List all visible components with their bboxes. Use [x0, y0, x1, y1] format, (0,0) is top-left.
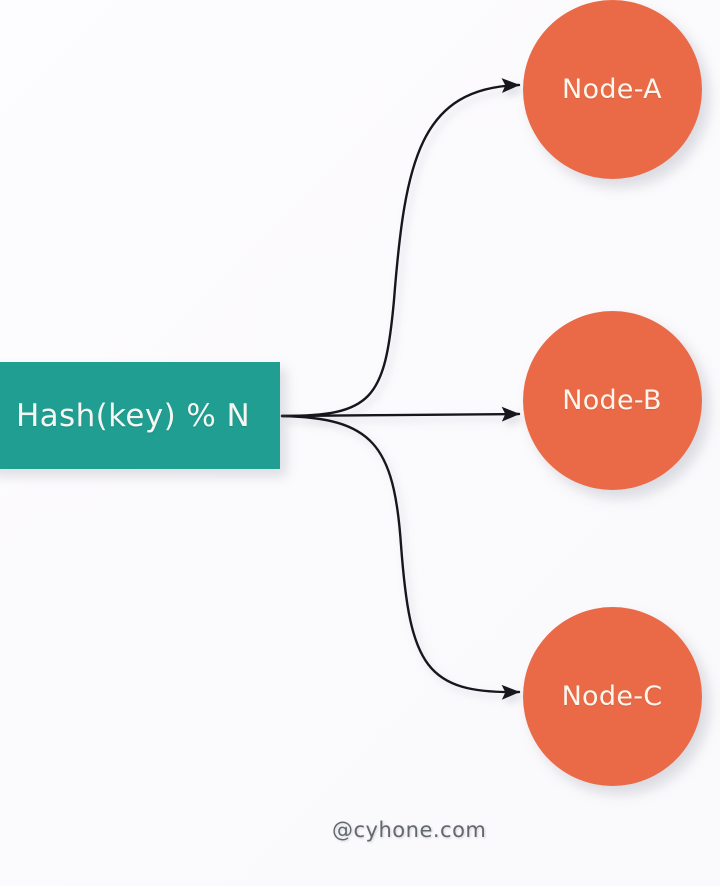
watermark-text: @cyhone.com — [332, 818, 487, 842]
node-label-b: Node-B — [562, 384, 662, 416]
edge-to-node-a — [280, 78, 521, 418]
node-circle-c[interactable]: Node-C — [522, 606, 702, 786]
hash-function-label: Hash(key) % N — [15, 397, 251, 434]
node-circle-b[interactable]: Node-B — [522, 310, 702, 490]
node-label-c: Node-C — [561, 680, 663, 712]
hash-function-box[interactable]: Hash(key) % N — [0, 362, 280, 469]
node-circle-a[interactable]: Node-A — [522, 0, 702, 179]
node-label-a: Node-A — [562, 73, 662, 105]
edge-to-node-c — [280, 414, 521, 700]
edge-to-node-b — [280, 406, 521, 422]
